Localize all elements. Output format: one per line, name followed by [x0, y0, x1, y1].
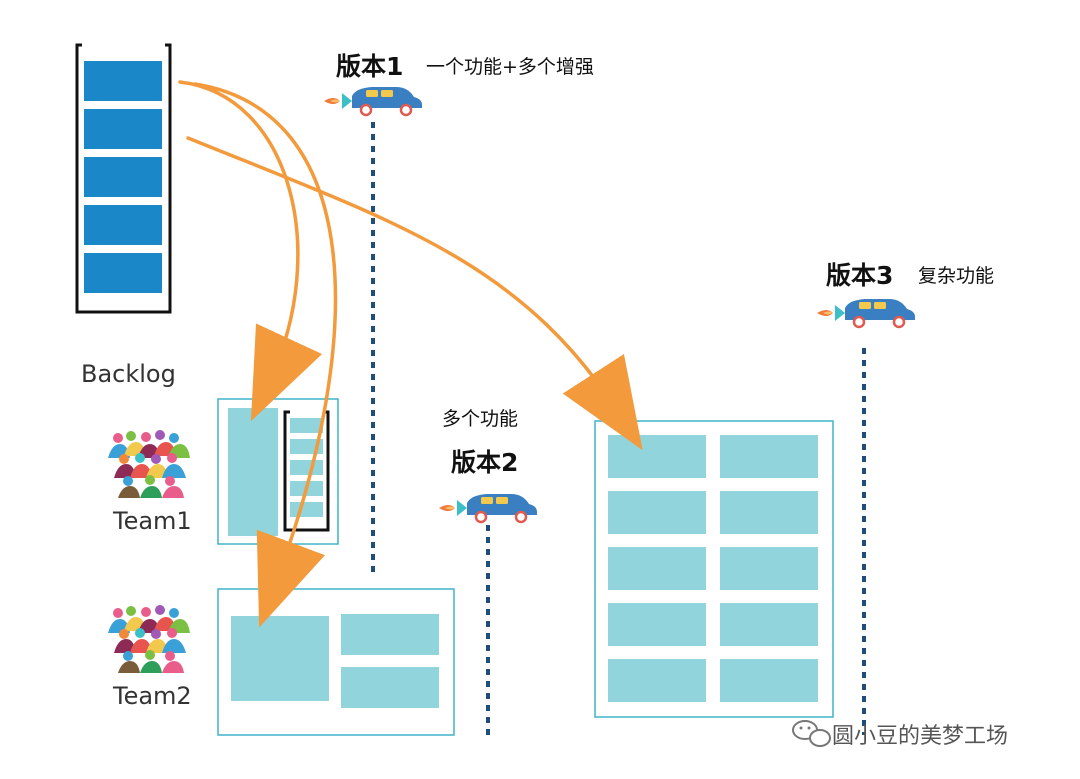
release3-rocket-car-icon	[815, 297, 917, 329]
work-block	[231, 616, 329, 701]
backlog-item	[84, 253, 162, 293]
allocation-arrows	[178, 80, 643, 628]
team1-people-icon	[108, 430, 190, 498]
work-block	[608, 659, 706, 702]
team1-label: Team1	[113, 507, 192, 535]
backlog-item	[84, 61, 162, 101]
release2-rocket-car-icon	[437, 492, 539, 524]
team1-backlog-item	[290, 460, 323, 475]
arrow-to-team1	[178, 80, 323, 422]
release1-title: 版本1	[336, 52, 404, 81]
release2-description: 多个功能	[442, 408, 519, 430]
release1-rocket-car-icon	[322, 85, 424, 117]
release3-description: 复杂功能	[918, 265, 995, 287]
team2-label: Team2	[113, 682, 192, 710]
work-block	[608, 603, 706, 646]
work-block	[720, 603, 818, 646]
work-block	[720, 491, 818, 534]
work-block	[341, 667, 439, 708]
team1-backlog-item	[290, 502, 323, 517]
arrow-to-release3	[186, 136, 643, 451]
release1-description: 一个功能+多个增强	[426, 56, 594, 78]
backlog-item	[84, 157, 162, 197]
work-block	[228, 408, 278, 536]
team1-work-frame	[217, 398, 339, 545]
wechat-icon	[792, 720, 831, 747]
backlog-item	[84, 205, 162, 245]
work-block	[720, 435, 818, 478]
backlog-stack	[75, 43, 172, 314]
team1-backlog-item	[290, 418, 323, 433]
work-block	[720, 547, 818, 590]
backlog-item	[84, 109, 162, 149]
work-block	[608, 547, 706, 590]
work-block	[608, 491, 706, 534]
watermark-text: 圆小豆的美梦工场	[832, 724, 1009, 749]
release3-title: 版本3	[826, 261, 894, 290]
work-block	[608, 435, 706, 478]
release3-work-frame	[594, 420, 834, 718]
team2-work-frame	[217, 588, 455, 736]
backlog-label: Backlog	[81, 360, 176, 388]
team2-people-icon	[108, 605, 190, 673]
arrow-to-team2	[193, 82, 338, 628]
release2-title: 版本2	[451, 448, 519, 477]
work-block	[341, 614, 439, 655]
work-block	[720, 659, 818, 702]
